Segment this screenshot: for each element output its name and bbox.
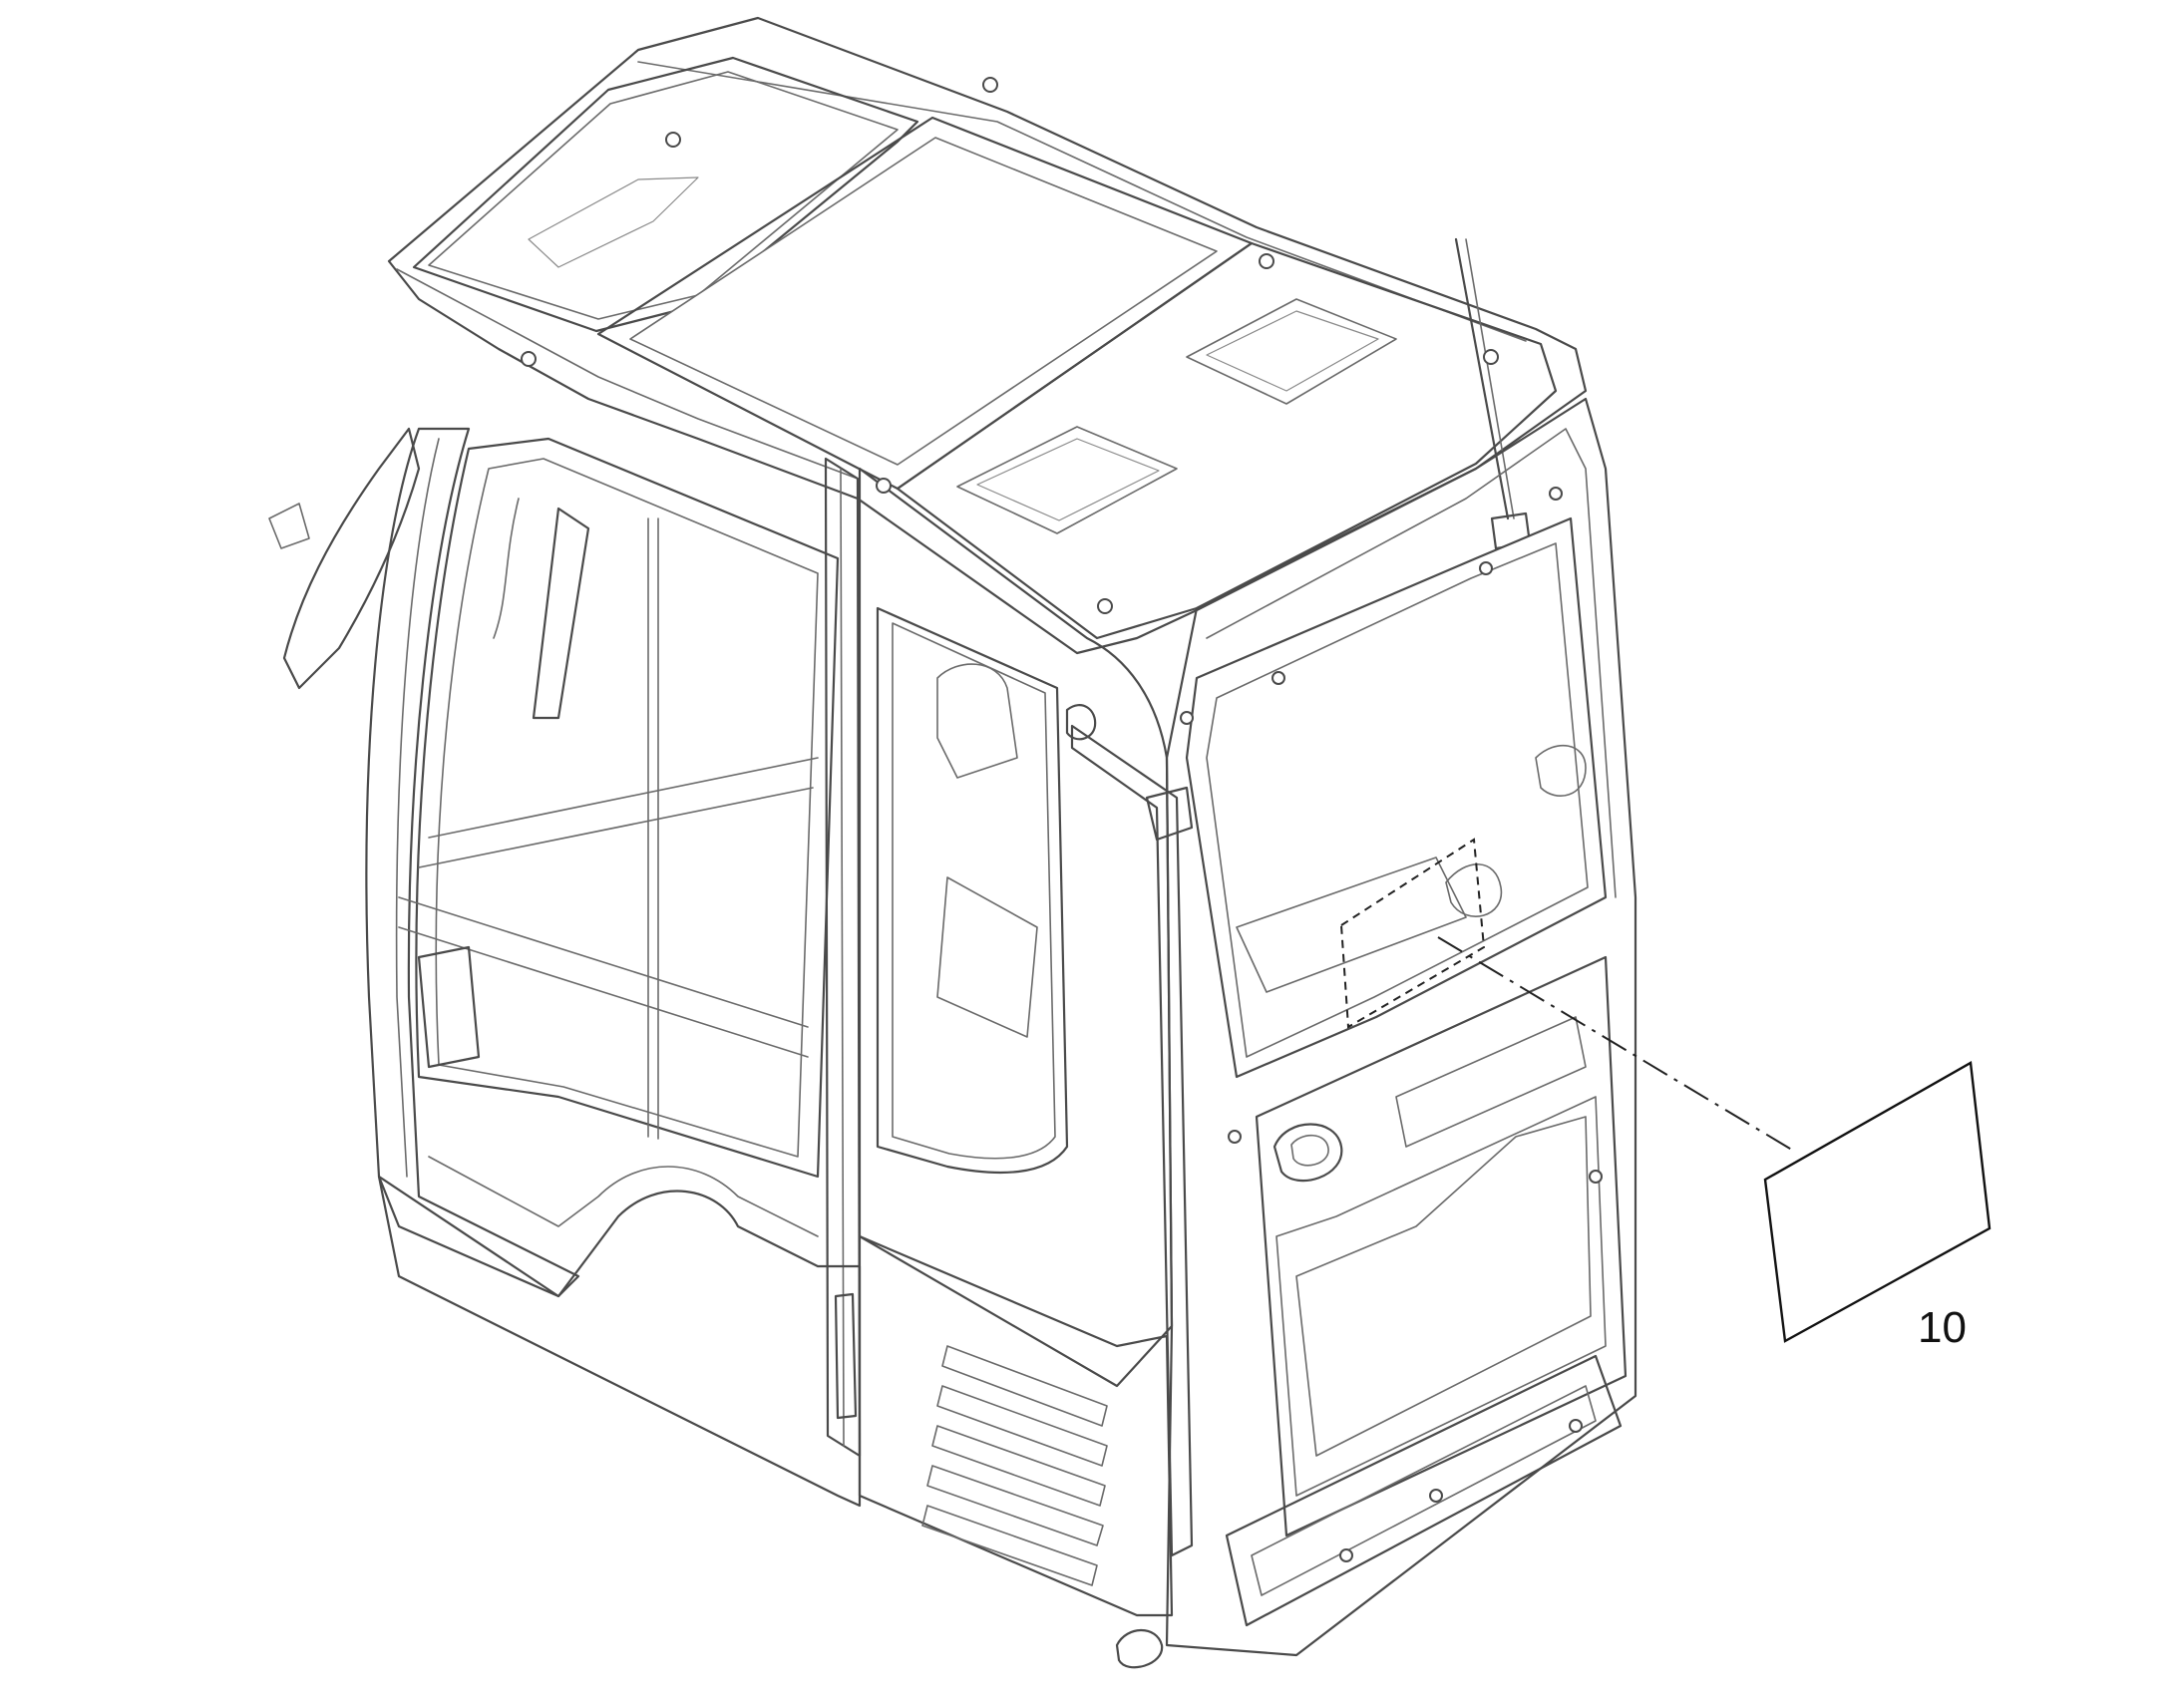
dashboard xyxy=(1236,856,1467,993)
vent-slot xyxy=(926,1465,1104,1546)
bolt xyxy=(1339,1548,1353,1562)
bolt xyxy=(1589,1170,1603,1184)
bolt xyxy=(521,351,537,367)
foot-lug xyxy=(1115,1629,1164,1669)
grab-handrail xyxy=(1070,724,1194,1557)
front-lower-panel xyxy=(1255,955,1628,1537)
bolt xyxy=(1429,1489,1443,1503)
front-right-window xyxy=(1185,516,1608,1079)
detail-area-dashed-box xyxy=(1339,838,1486,1029)
interior-handle xyxy=(417,945,481,1069)
part-number-label: 10 xyxy=(1918,1303,1967,1352)
bolt xyxy=(876,478,892,494)
side-mirror xyxy=(282,427,421,690)
vent-slot xyxy=(921,1505,1098,1586)
bolt xyxy=(1272,671,1285,685)
cab-lower-left-panel xyxy=(377,1175,862,1508)
bolt xyxy=(1259,253,1274,269)
bolt xyxy=(665,132,681,148)
bolt xyxy=(1228,1130,1242,1144)
front-pillar xyxy=(365,427,580,1298)
bolt xyxy=(1483,349,1499,365)
wiper-arm xyxy=(532,507,590,720)
bolt xyxy=(1549,487,1563,501)
front-windshield xyxy=(415,437,840,1179)
seat-silhouette xyxy=(936,663,1018,779)
bolt xyxy=(1180,711,1194,725)
cab-front-wall xyxy=(1165,397,1637,1657)
bolt xyxy=(1569,1419,1583,1433)
vent-slot xyxy=(941,1345,1108,1427)
roof-panel-rear xyxy=(896,241,1558,640)
bolt xyxy=(1097,598,1113,614)
excavator-cab xyxy=(268,16,1637,1669)
vent-slot xyxy=(936,1385,1108,1467)
callout-leader-line xyxy=(1437,936,1796,1153)
antenna xyxy=(1454,237,1510,520)
ignition-switch xyxy=(1272,1123,1343,1183)
roof-hatch-front xyxy=(412,56,919,333)
door-hinge xyxy=(834,1292,858,1420)
callout-10: 10 xyxy=(1339,838,1992,1352)
bolt xyxy=(1479,561,1493,575)
vent-slot xyxy=(931,1425,1106,1507)
bolt xyxy=(982,77,998,93)
decal-part xyxy=(1763,1061,1992,1343)
bottom-step-panel xyxy=(1225,1354,1623,1627)
